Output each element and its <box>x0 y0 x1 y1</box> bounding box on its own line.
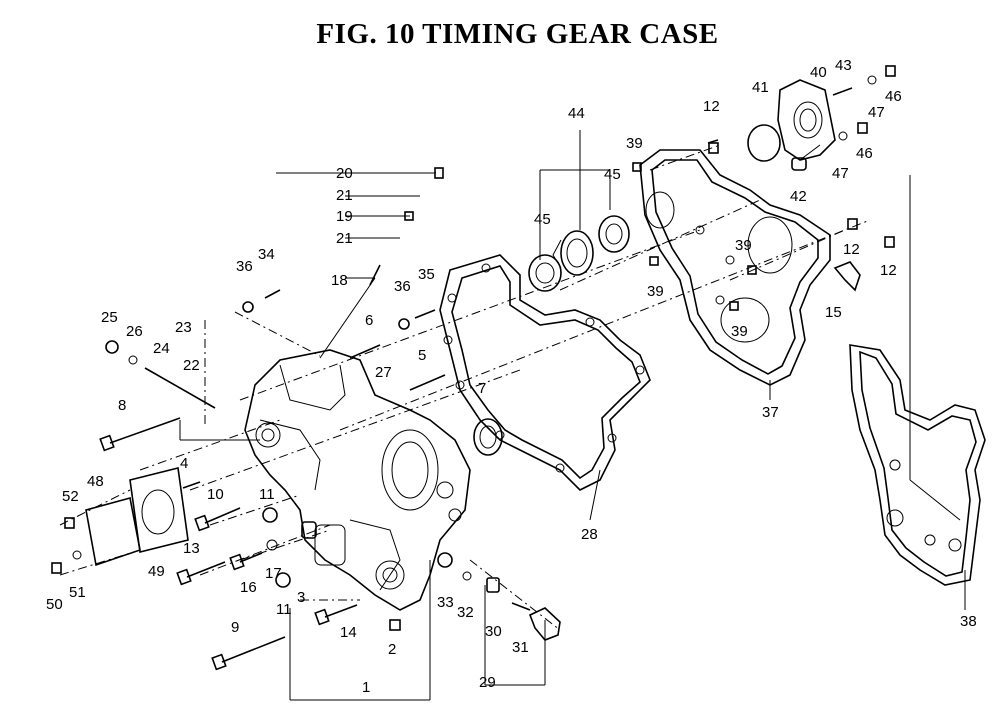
bolts <box>51 65 896 671</box>
callout-5: 5 <box>418 347 426 364</box>
callout-36-a: 36 <box>236 258 253 275</box>
gasket-38 <box>849 344 986 586</box>
callout-35: 35 <box>418 266 435 283</box>
callout-46-b: 46 <box>856 145 873 162</box>
callout-33: 33 <box>437 594 454 611</box>
callout-52: 52 <box>62 488 79 505</box>
callout-11-b: 11 <box>276 601 292 618</box>
callout-47-b: 47 <box>832 165 849 182</box>
callout-45-a: 45 <box>534 211 551 228</box>
callout-48: 48 <box>87 473 104 490</box>
callout-12-a: 12 <box>703 98 720 115</box>
callout-12-c: 12 <box>880 262 897 279</box>
callout-39-a: 39 <box>626 135 643 152</box>
callout-49: 49 <box>148 563 165 580</box>
callout-20: 20 <box>336 165 353 182</box>
callout-29: 29 <box>479 674 496 691</box>
callout-30: 30 <box>485 623 502 640</box>
callout-7: 7 <box>478 380 486 397</box>
oil-seal-7 <box>473 418 503 456</box>
callout-39-d: 39 <box>731 323 748 340</box>
callout-9: 9 <box>231 619 239 636</box>
callout-14: 14 <box>340 624 357 641</box>
callout-12-b: 12 <box>843 241 860 258</box>
callout-21-a: 21 <box>336 187 353 204</box>
callout-45-b: 45 <box>604 166 621 183</box>
callout-25: 25 <box>101 309 118 326</box>
callout-8: 8 <box>118 397 126 414</box>
callout-18: 18 <box>331 272 348 289</box>
figure-title: FIG. 10 TIMING GEAR CASE <box>316 18 719 50</box>
callout-37: 37 <box>762 404 779 421</box>
callout-17: 17 <box>265 565 282 582</box>
callout-28: 28 <box>581 526 598 543</box>
callout-32: 32 <box>457 604 474 621</box>
callout-13: 13 <box>183 540 200 557</box>
callout-6: 6 <box>365 312 373 329</box>
callout-39-c: 39 <box>647 283 664 300</box>
callout-46-a: 46 <box>885 88 902 105</box>
gasket-28 <box>439 254 651 491</box>
callout-39-b: 39 <box>735 237 752 254</box>
callout-22: 22 <box>183 357 200 374</box>
callout-24: 24 <box>153 340 170 357</box>
callout-51: 51 <box>69 584 86 601</box>
callout-43: 43 <box>835 57 852 74</box>
callout-27: 27 <box>375 364 392 381</box>
callout-26: 26 <box>126 323 143 340</box>
callout-40: 40 <box>810 64 827 81</box>
bracket-15 <box>833 261 861 292</box>
callout-36-b: 36 <box>394 278 411 295</box>
callout-38: 38 <box>960 613 977 630</box>
idler-gear-44 <box>528 215 630 292</box>
callout-10: 10 <box>207 486 224 503</box>
callout-42: 42 <box>790 188 807 205</box>
callout-50: 50 <box>46 596 63 613</box>
callout-44: 44 <box>568 105 585 122</box>
callout-11-a: 11 <box>259 486 275 503</box>
callout-3: 3 <box>297 589 305 606</box>
callout-21-b: 21 <box>336 230 353 247</box>
callout-34: 34 <box>258 246 275 263</box>
callout-19: 19 <box>336 208 353 225</box>
leader-lines <box>59 130 966 701</box>
callout-47-a: 47 <box>868 104 885 121</box>
callout-1: 1 <box>362 679 370 696</box>
callout-23: 23 <box>175 319 192 336</box>
timing-gear-case <box>244 349 471 611</box>
callout-15: 15 <box>825 304 842 321</box>
cover-40 <box>747 79 836 171</box>
callout-4: 4 <box>180 455 188 472</box>
callout-41: 41 <box>752 79 769 96</box>
callout-labels: 1 2 3 4 5 6 7 8 9 10 11 11 12 12 12 13 1… <box>46 57 977 696</box>
callout-31: 31 <box>512 639 529 656</box>
callout-2: 2 <box>388 641 396 658</box>
plate-37 <box>639 149 831 386</box>
callout-16: 16 <box>240 579 257 596</box>
